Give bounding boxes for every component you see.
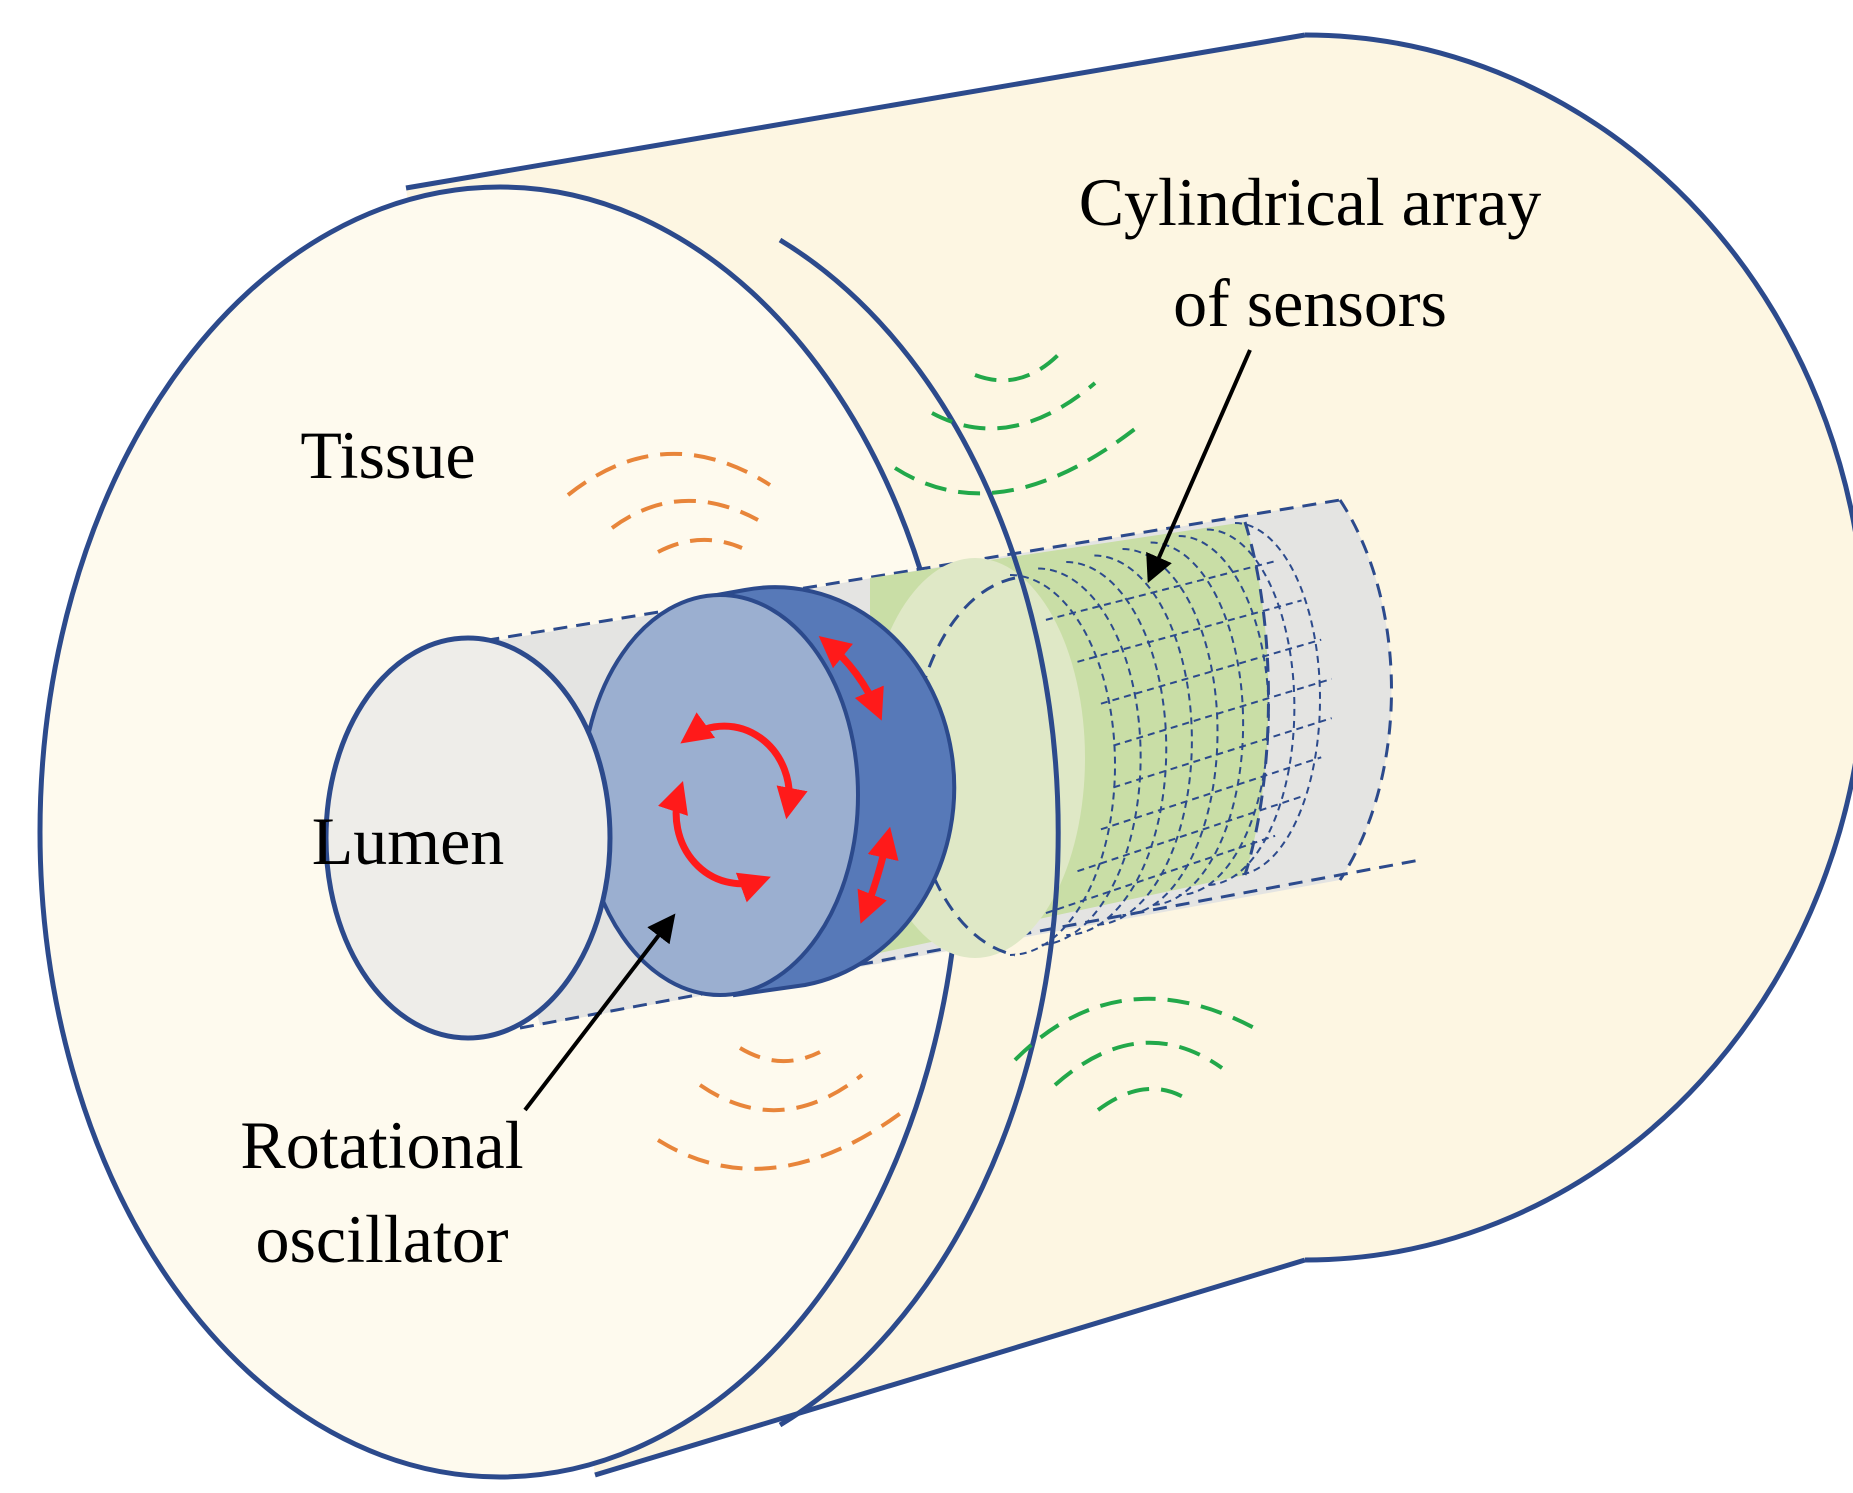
lumen-tube-far-end	[1338, 499, 1393, 881]
rotation-arrow-upper-icon	[680, 712, 808, 820]
sensor-grid	[1009, 522, 1332, 956]
lumen-tube-top-line	[439, 498, 1341, 650]
array-label-line1: Cylindrical array	[1079, 164, 1542, 240]
sensor-ring	[1066, 561, 1168, 936]
sensor-grid-line	[1100, 638, 1322, 705]
sensor-ring	[1150, 541, 1245, 906]
wave-orange-top-2	[610, 498, 759, 530]
sensor-grid-line	[1113, 677, 1332, 747]
sensor-grid-line	[1077, 795, 1302, 873]
lumen-tube-bottom-line	[519, 858, 1421, 1030]
rim-arrow-top-icon	[818, 635, 884, 721]
rotation-arrow-lower-icon	[658, 781, 771, 903]
wave-orange-top-3	[657, 538, 743, 554]
sensor-ring	[1234, 522, 1321, 876]
wave-orange-bottom-3	[656, 1108, 907, 1171]
tissue-top-edge	[405, 32, 1306, 191]
oscillator-face	[580, 593, 860, 997]
oscillator-label-line1: Rotational	[240, 1107, 523, 1183]
wave-orange-bottom-2	[698, 1073, 864, 1113]
lumen-label: Lumen	[312, 803, 505, 879]
wave-green-top-2	[931, 381, 1097, 431]
wave-green-top-3	[893, 423, 1142, 496]
wave-green-bottom-3	[1096, 1086, 1186, 1112]
sensor-grid-line	[1113, 717, 1332, 789]
lumen-opening	[323, 635, 613, 1041]
rim-arrow-bottom-icon	[857, 826, 899, 924]
array-label-line2: of sensors	[1173, 265, 1447, 341]
tissue-back-edge	[1304, 32, 1853, 1263]
tissue-front-edge-overlay	[778, 237, 1061, 1428]
wave-orange-bottom-1	[738, 1046, 821, 1063]
oscillator-pointer-arrow	[523, 913, 676, 1112]
wave-orange-top-1	[566, 451, 772, 497]
sensor-ring	[1094, 554, 1193, 926]
tissue-label: Tissue	[300, 417, 475, 493]
sensor-ring	[1178, 535, 1270, 896]
sensor-ring	[1009, 574, 1116, 956]
sensor-grid-line	[1100, 756, 1322, 831]
tissue-bottom-edge	[594, 1257, 1306, 1478]
wave-green-top-1	[974, 353, 1060, 383]
sensor-grid-line	[1077, 599, 1302, 663]
sensor-grid-line	[1045, 834, 1276, 915]
sensor-grid-line	[1045, 560, 1276, 621]
oscillator-label-line2: oscillator	[255, 1201, 508, 1277]
wave-green-bottom-1	[1013, 996, 1259, 1062]
sensor-array-pointer-arrow	[1146, 349, 1252, 584]
sensor-ring	[1038, 567, 1142, 946]
